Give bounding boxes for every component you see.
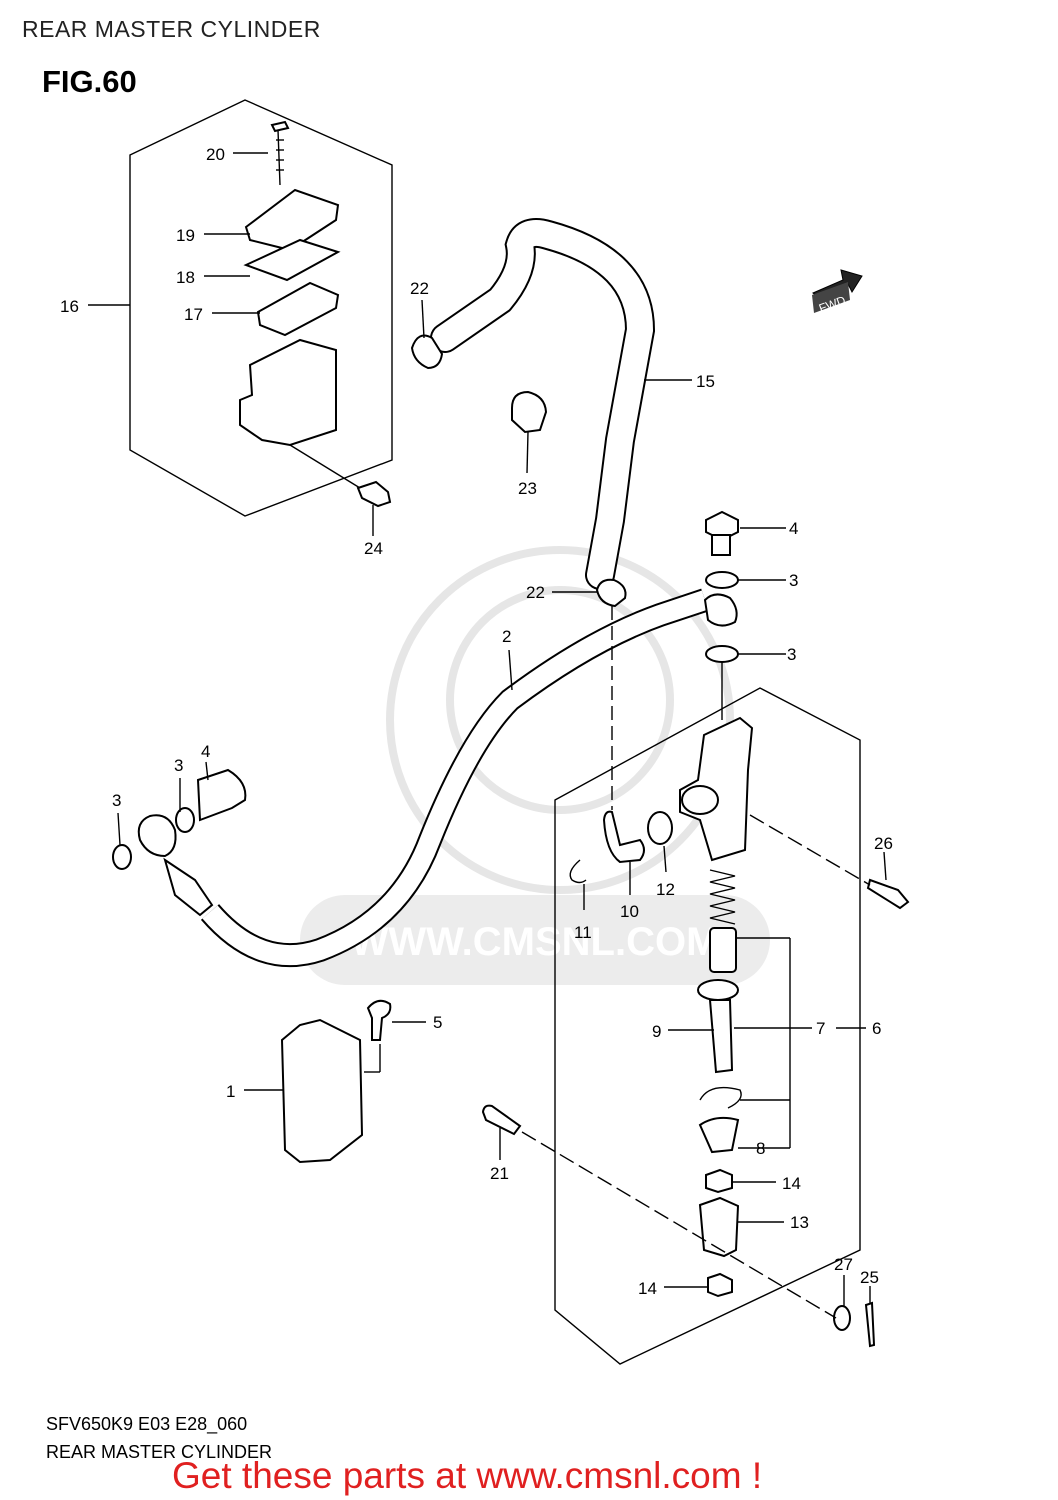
callout-2: 2 [502,627,511,646]
boot-8 [698,1116,740,1154]
callout-labels: 20 19 18 17 16 22 15 23 24 4 3 22 2 3 4 … [60,145,893,1298]
master-cylinder-body [679,716,754,862]
callout-15: 15 [696,372,715,391]
bolt-thread-4a [711,534,731,556]
callout-9: 9 [652,1022,661,1041]
washer-3a [705,571,739,589]
callout-25: 25 [860,1268,879,1287]
washer-3d [112,844,132,870]
screw-20 [270,120,290,186]
screw-26 [866,878,910,910]
pushrod-9 [708,999,734,1074]
cylinder-port [681,785,719,815]
oring-12 [647,811,673,845]
callout-7: 7 [816,1019,825,1038]
reservoir-group-outline [129,99,393,517]
diaphragm-17 [256,281,340,337]
callout-14a: 14 [782,1174,801,1193]
reservoir-16 [239,338,337,447]
elbow-10 [602,810,645,864]
cta-link[interactable]: Get these parts at www.cmsnl.com ! [172,1455,763,1496]
callout-22a: 22 [410,279,429,298]
cylinder-group-outline [554,687,861,1365]
spring [709,869,736,925]
callout-1: 1 [226,1082,235,1101]
washer-3b [705,645,739,663]
callout-14b: 14 [638,1279,657,1298]
watermark-text: WWW.CMSNL.COM [351,920,720,964]
callout-21: 21 [490,1164,509,1183]
circlip-11 [569,859,587,884]
banjo-bolt-4a [705,510,739,542]
callout-18: 18 [176,268,195,287]
watermark-logo: WWW.CMSNL.COM [300,546,770,985]
callout-24: 24 [364,539,383,558]
callout-8: 8 [756,1139,765,1158]
banjo-fitting-lower [137,814,177,858]
pin-21 [481,1104,522,1136]
washer-3c [175,807,195,833]
clamp-22b [595,578,627,608]
pushrod-washer [697,979,739,1001]
clamp-23 [511,390,548,434]
diagram-code: SFV650K9 E03 E28_060 [46,1414,248,1434]
callout-3b: 3 [787,645,796,664]
hose-fitting-crimp [163,857,214,917]
screw-5 [366,999,392,1041]
callout-27: 27 [834,1255,853,1274]
callout-11: 11 [574,923,592,942]
banjo-fitting-upper [703,593,738,627]
nut-14b [707,1272,733,1298]
callout-6: 6 [872,1019,881,1038]
banjo-bolt-4b [196,768,247,822]
piston-cup [709,927,737,973]
nut-14a [705,1168,733,1194]
callout-10: 10 [620,902,639,921]
callout-3c: 3 [174,756,183,775]
page-title: REAR MASTER CYLINDER [22,16,321,42]
callout-17: 17 [184,305,203,324]
callout-5: 5 [433,1013,442,1032]
guard-1 [280,1018,364,1164]
cotter-pin-25 [864,1301,876,1348]
callout-13: 13 [790,1213,809,1232]
callout-4a: 4 [789,519,798,538]
bolt-24 [356,480,392,508]
callout-23: 23 [518,479,537,498]
leader-lines [88,152,887,1319]
callout-19: 19 [176,226,195,245]
callout-3a: 3 [789,571,798,590]
callout-4b: 4 [201,742,210,761]
callout-3d: 3 [112,791,121,810]
callout-12: 12 [656,880,675,899]
diagram-title: REAR MASTER CYLINDER [46,1442,273,1462]
cap-19 [244,188,340,252]
circlip [699,1086,742,1109]
clevis-13 [698,1196,740,1258]
plate-18 [243,238,341,282]
callout-26: 26 [874,834,893,853]
callout-16: 16 [60,297,79,316]
washer-27 [833,1305,851,1331]
callout-22b: 22 [526,583,545,602]
callout-20: 20 [206,145,225,164]
clamp-22a [410,334,444,370]
fwd-arrow-badge: FWD [812,269,863,316]
figure-label: FIG.60 [42,64,137,99]
